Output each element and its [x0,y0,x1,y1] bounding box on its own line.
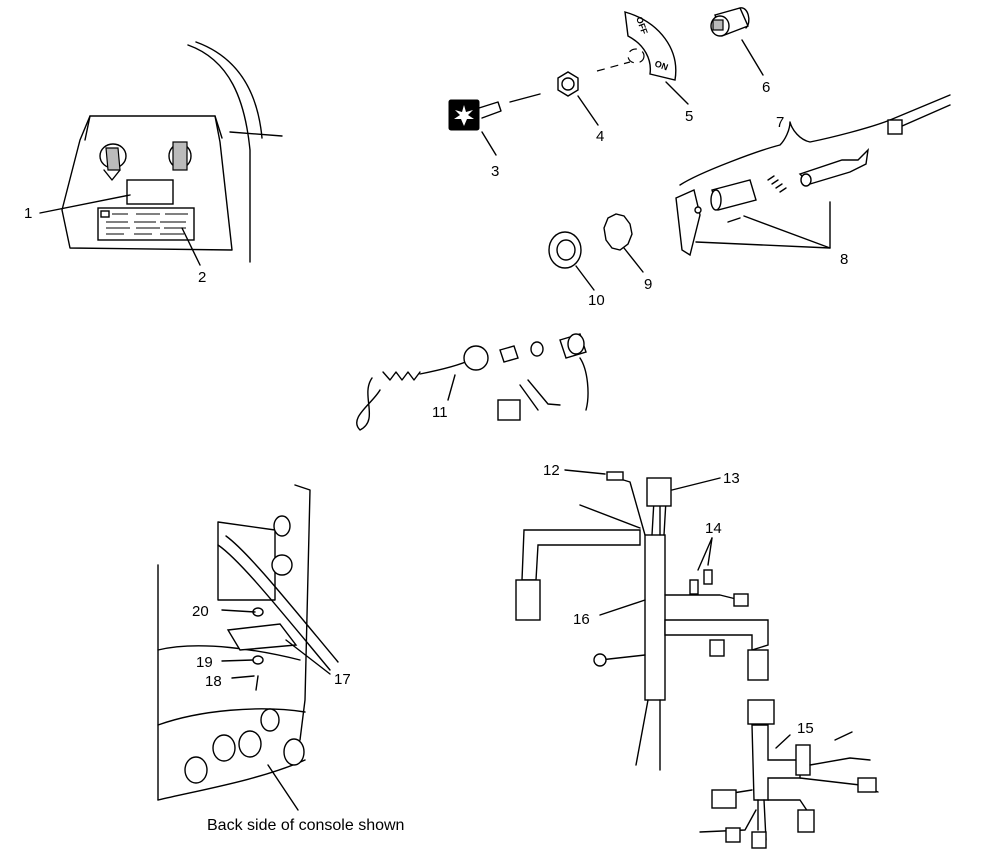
console-back [157,484,339,811]
callout-12: 12 [543,462,560,479]
console-second-switch [168,141,192,171]
tether-kill-switch [356,333,589,431]
callout-13: 13 [723,470,740,487]
callout-8: 8 [840,251,848,268]
callout-14: 14 [705,520,722,537]
callout-2: 2 [198,269,206,286]
secondary-harness [699,699,879,849]
on-marking: ON [653,58,669,72]
callout-11: 11 [432,404,448,421]
callout-3: 3 [491,163,499,180]
callout-6: 6 [762,79,770,96]
console-front [39,41,283,266]
callout-17: 17 [334,671,351,688]
callout-5: 5 [685,108,693,125]
kill-switch-body [710,148,869,211]
kill-switch-assembly [548,94,951,291]
callout-15: 15 [797,720,814,737]
blank-decal [126,179,174,205]
callout-labels: 1 2 3 4 5 6 7 8 9 10 11 12 13 14 15 16 1… [24,79,848,834]
warning-decal [97,207,195,241]
callout-18: 18 [205,673,222,690]
harness-main-trunk [644,534,666,701]
harness-connector-13 [646,477,672,507]
callout-10: 10 [588,292,605,309]
callout-9: 9 [644,276,652,293]
callout-1: 1 [24,205,32,222]
key-switch-parts: OFF ON [448,7,764,156]
diagram-caption: Back side of console shown [207,817,404,834]
callout-20: 20 [192,603,209,620]
ignition-switch-body [710,7,750,37]
callout-4: 4 [596,128,604,145]
callout-7: 7 [776,114,784,131]
callout-16: 16 [573,611,590,628]
switch-plate: OFF ON [624,11,677,81]
ignition-key [448,93,541,131]
console-key-switch [99,143,127,181]
switch-nut [557,71,579,97]
wiring-harness [515,469,769,771]
callout-19: 19 [196,654,213,671]
